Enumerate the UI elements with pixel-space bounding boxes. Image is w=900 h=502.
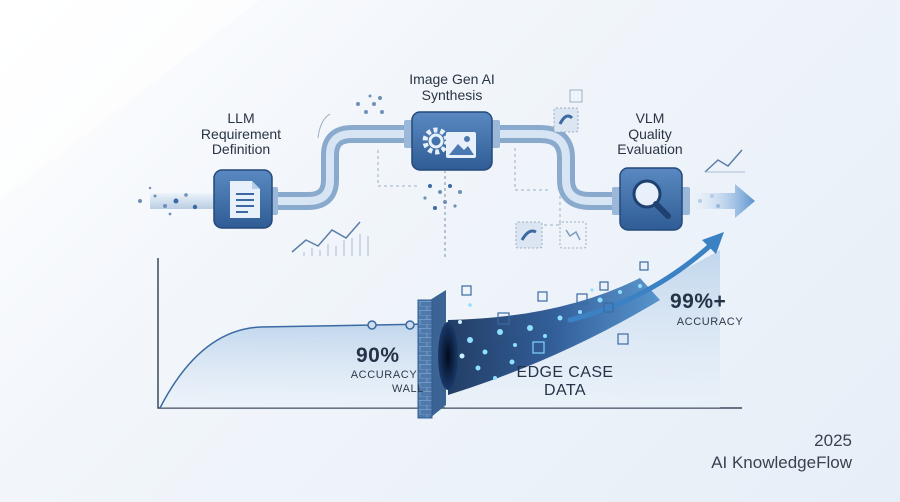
data-squares bbox=[461, 261, 649, 354]
particles bbox=[458, 284, 642, 380]
edge-case-line-1: EDGE CASE bbox=[516, 364, 614, 381]
stage-2-label: Image Gen AI Synthesis bbox=[382, 71, 522, 103]
light-beam bbox=[0, 0, 260, 200]
stage-2-text: Image Gen AI Synthesis bbox=[409, 71, 495, 103]
edge-case-label: EDGE CASE DATA bbox=[510, 364, 620, 401]
curve-point bbox=[405, 320, 415, 330]
plateau-curve bbox=[159, 323, 431, 409]
footer: 2025 AI KnowledgeFlow bbox=[711, 430, 852, 474]
llm-node bbox=[213, 169, 273, 229]
output-arrow bbox=[690, 184, 755, 218]
vlm-node bbox=[619, 167, 683, 231]
image-gen-node bbox=[411, 111, 493, 171]
stage-1-text: LLM Requirement Definition bbox=[200, 110, 282, 158]
growth-arrowhead bbox=[702, 232, 724, 254]
wall-value: 90% bbox=[356, 344, 400, 367]
wall-caption-1: ACCURACY bbox=[350, 369, 418, 381]
decorations bbox=[138, 89, 745, 260]
target-caption: ACCURACY bbox=[676, 316, 744, 328]
magnifier-icon bbox=[632, 179, 671, 219]
wall-caption-2: WALL bbox=[392, 383, 424, 395]
gear-image-icon bbox=[422, 127, 476, 158]
stage-1-label: LLM Requirement Definition bbox=[176, 110, 306, 158]
edge-case-line-2: DATA bbox=[544, 382, 586, 400]
accuracy-chart bbox=[157, 232, 742, 419]
inlet-pipe bbox=[150, 193, 218, 209]
stage-3-text: VLM Quality Evaluation bbox=[617, 110, 683, 158]
pipe-1-highlight bbox=[270, 130, 412, 205]
pipe-2-highlight bbox=[492, 130, 620, 205]
pipeline bbox=[150, 111, 755, 231]
growth-arrow bbox=[567, 241, 715, 323]
curve-point bbox=[367, 320, 377, 330]
footer-year: 2025 bbox=[814, 431, 852, 450]
accuracy-wall bbox=[417, 290, 458, 419]
stage-3-label: VLM Quality Evaluation bbox=[590, 110, 710, 158]
target-value: 99%+ bbox=[670, 290, 727, 313]
footer-brand: AI KnowledgeFlow bbox=[711, 453, 852, 473]
plateau-area bbox=[160, 324, 430, 408]
document-icon bbox=[230, 181, 260, 218]
